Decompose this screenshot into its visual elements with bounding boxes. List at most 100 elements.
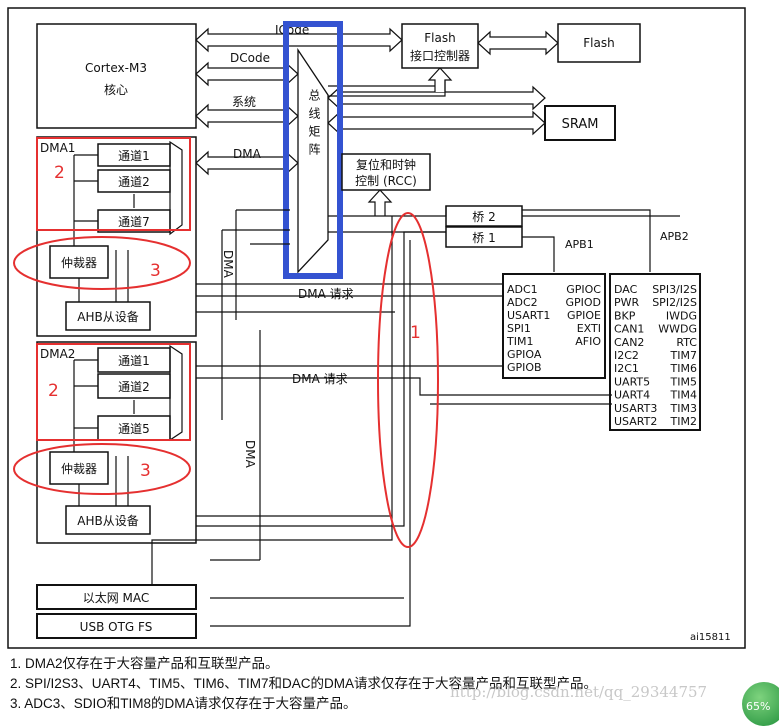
bridges: 桥 2 桥 1 xyxy=(445,205,523,248)
dma2-controller: DMA2 通道1 通道2 通道5 仲裁器 AHB从设备 xyxy=(36,341,197,544)
apb1-peripheral: ADC1 xyxy=(507,283,538,296)
usb-otg-fs xyxy=(36,613,197,639)
dma2-ahb-slave: AHB从设备 xyxy=(77,514,138,528)
apb2-peripheral: TIM2 xyxy=(670,415,697,428)
apb2-peripheral: TIM6 xyxy=(670,362,697,375)
annotation-2: 2 xyxy=(48,381,59,401)
annotation-1: 1 xyxy=(410,323,421,343)
dma2-channel: 通道5 xyxy=(118,422,150,436)
dma2-arbiter: 仲裁器 xyxy=(61,462,97,476)
apb2-peripheral: SPI3/I2S xyxy=(652,283,697,296)
dma1-channel: 通道2 xyxy=(118,175,150,189)
apb1-peripherals xyxy=(502,273,606,379)
dma-bus-label: DMA xyxy=(233,147,262,161)
apb2-peripheral: UART4 xyxy=(614,389,650,402)
footnote: 2. SPI/I2S3、UART4、TIM5、TIM6、TIM7和DAC的DMA… xyxy=(10,676,598,691)
rcc: 复位和时钟 控制 (RCC) xyxy=(341,153,431,191)
bridge1-label: 桥 1 xyxy=(472,231,495,245)
dma2-channel: 通道2 xyxy=(118,380,150,394)
apb2-peripheral: UART5 xyxy=(614,375,650,388)
dma2-vertical-label: DMA xyxy=(243,440,257,469)
apb1-peripheral: GPIOD xyxy=(565,296,601,309)
flash-interface: Flash 接口控制器 xyxy=(401,23,479,69)
dma1-request-label: DMA 请求 xyxy=(298,287,354,301)
bus-matrix-highlight xyxy=(283,21,343,279)
apb2-peripheral: RTC xyxy=(676,336,697,349)
core-label: Cortex-M3 xyxy=(85,61,147,75)
apb1-peripheral: ADC2 xyxy=(507,296,538,309)
dma2-request-label: DMA 请求 xyxy=(292,372,348,386)
apb1-peripheral: AFIO xyxy=(575,335,601,348)
apb2-peripherals xyxy=(609,273,701,431)
usb-label: USB OTG FS xyxy=(80,620,153,634)
apb2-peripheral: TIM7 xyxy=(670,349,697,362)
dcode-label: DCode xyxy=(230,51,270,65)
flash-memory: Flash xyxy=(557,23,641,63)
flash-bus-arrow xyxy=(477,30,559,56)
sram-label: SRAM xyxy=(562,117,599,132)
dma2-title: DMA2 xyxy=(40,347,75,361)
apb1-peripheral: TIM1 xyxy=(506,335,533,348)
badge-label: 65% xyxy=(746,700,771,713)
apb2-peripheral: USART3 xyxy=(614,402,657,415)
apb2-peripheral: TIM4 xyxy=(670,389,697,402)
apb2-peripheral: I2C1 xyxy=(614,362,639,375)
apb1-peripheral: USART1 xyxy=(507,309,550,322)
dma2-channel: 通道1 xyxy=(118,354,150,368)
bus-matrix-label: 总线矩阵 xyxy=(307,89,321,161)
apb2-peripheral: PWR xyxy=(614,296,640,309)
apb1-peripheral: GPIOB xyxy=(507,361,542,374)
apb2-peripheral: WWDG xyxy=(658,323,697,336)
dma1-ahb-slave: AHB从设备 xyxy=(77,310,138,324)
dcode-bus-arrow xyxy=(195,61,299,87)
apb1-label: APB1 xyxy=(565,238,594,251)
rcc-sublabel: 控制 (RCC) xyxy=(355,174,417,188)
bus-links xyxy=(328,80,446,233)
dma1-arbiter-highlight xyxy=(13,236,191,290)
ethernet-mac xyxy=(36,584,197,610)
dma1-channel: 通道1 xyxy=(118,149,150,163)
apb2-peripheral: USART2 xyxy=(614,415,657,428)
apb2-peripheral: BKP xyxy=(614,309,636,322)
core-sublabel: 核心 xyxy=(104,83,128,97)
dma2-channels-highlight xyxy=(36,343,191,441)
apb2-peripheral: I2C2 xyxy=(614,349,639,362)
apb2-peripheral: TIM3 xyxy=(670,402,697,415)
dma1-channels-highlight xyxy=(36,137,191,231)
apb2-peripheral: SPI2/I2S xyxy=(652,296,697,309)
diagram-frame xyxy=(7,7,746,649)
apb1-peripheral: GPIOA xyxy=(507,348,542,361)
rcc-label: 复位和时钟 xyxy=(356,157,416,172)
figure-id: ai15811 xyxy=(690,632,731,643)
apb1-peripheral: SPI1 xyxy=(507,322,531,335)
bridge2-label: 桥 2 xyxy=(472,210,495,224)
dma1-arbiter: 仲裁器 xyxy=(61,256,97,270)
dma1-vertical-label: DMA xyxy=(221,250,235,279)
annotation-3: 3 xyxy=(150,261,161,281)
progress-badge[interactable]: 65% xyxy=(742,682,779,726)
annotation-2: 2 xyxy=(54,163,65,183)
flash-if-label: Flash xyxy=(424,31,455,45)
apb2-peripheral: CAN2 xyxy=(614,336,644,349)
flash-if-sublabel: 接口控制器 xyxy=(410,48,470,63)
footnote: 1. DMA2仅存在于大容量产品和互联型产品。 xyxy=(10,656,279,671)
footnote: 3. ADC3、SDIO和TIM8的DMA请求仅存在于大容量产品。 xyxy=(10,696,357,711)
apb2-peripheral: TIM5 xyxy=(670,375,697,388)
sram-bus-arrow xyxy=(327,110,546,136)
annotation-3: 3 xyxy=(140,461,151,481)
dma1-channel: 通道7 xyxy=(118,215,150,229)
flash-if-bus-arrow xyxy=(427,67,453,92)
apb2-peripheral: IWDG xyxy=(666,309,697,322)
cortex-m3-core: Cortex-M3 核心 xyxy=(36,23,197,129)
request-lines-highlight xyxy=(377,212,439,548)
apb1-peripheral: GPIOE xyxy=(567,309,601,322)
bus-matrix: 总线矩阵 xyxy=(297,47,329,274)
watermark: http://blog.csdn.net/qq_29344757 xyxy=(450,683,708,701)
ethernet-label: 以太网 MAC xyxy=(83,590,150,605)
system-bus-label: 系统 xyxy=(232,95,256,109)
apb2-label: APB2 xyxy=(660,230,689,243)
dma2-arbiter-highlight xyxy=(13,443,191,495)
apb1-peripheral: GPIOC xyxy=(566,283,601,296)
apb2-peripheral: CAN1 xyxy=(614,323,644,336)
